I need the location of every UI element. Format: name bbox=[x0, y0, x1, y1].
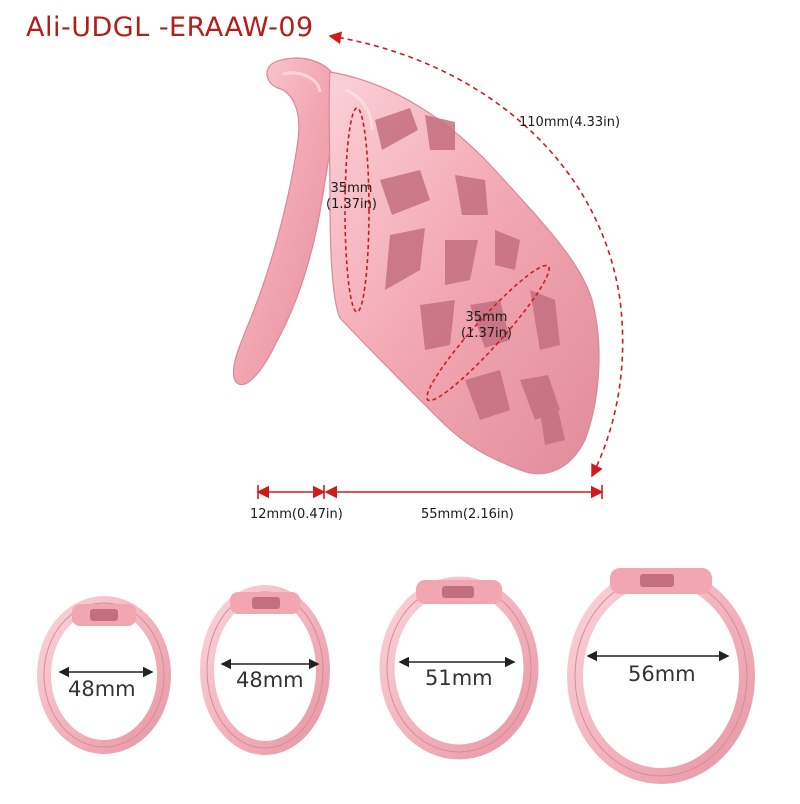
tip-diameter-mm: 35mm bbox=[465, 310, 508, 325]
cage-body bbox=[328, 71, 600, 475]
length-label: 110mm(4.33in) bbox=[519, 115, 620, 131]
top-diameter-inch: (1.37in) bbox=[326, 197, 377, 212]
ring-4-size-label: 56mm bbox=[628, 662, 696, 686]
ring-2 bbox=[200, 585, 330, 755]
ring-1-size-label: 48mm bbox=[68, 677, 136, 701]
tip-diameter-ellipse bbox=[426, 264, 550, 402]
body-width-label: 55mm(2.16in) bbox=[421, 507, 514, 523]
tip-diameter-label: 35mm (1.37in) bbox=[461, 310, 512, 342]
gap-width-text: 12mm(0.47in) bbox=[250, 507, 343, 522]
ring-2-size-label: 48mm bbox=[236, 668, 304, 692]
tip-diameter-inch: (1.37in) bbox=[461, 326, 512, 341]
product-title: Ali-UDGL -ERAAW-09 bbox=[26, 12, 314, 43]
ring-3-size-label: 51mm bbox=[425, 666, 493, 690]
top-diameter-label: 35mm (1.37in) bbox=[326, 181, 377, 213]
ring-1 bbox=[37, 596, 171, 754]
length-arc bbox=[328, 31, 624, 478]
body-width-text: 55mm(2.16in) bbox=[421, 507, 514, 522]
gap-width-label: 12mm(0.47in) bbox=[250, 507, 343, 523]
base-ring-side bbox=[232, 57, 338, 386]
dimension-annotations bbox=[256, 31, 624, 499]
ring-3 bbox=[379, 576, 539, 760]
ring-4 bbox=[567, 568, 755, 784]
top-diameter-ellipse bbox=[344, 107, 370, 313]
length-label-text: 110mm(4.33in) bbox=[519, 115, 621, 130]
top-diameter-mm: 35mm bbox=[330, 181, 373, 196]
